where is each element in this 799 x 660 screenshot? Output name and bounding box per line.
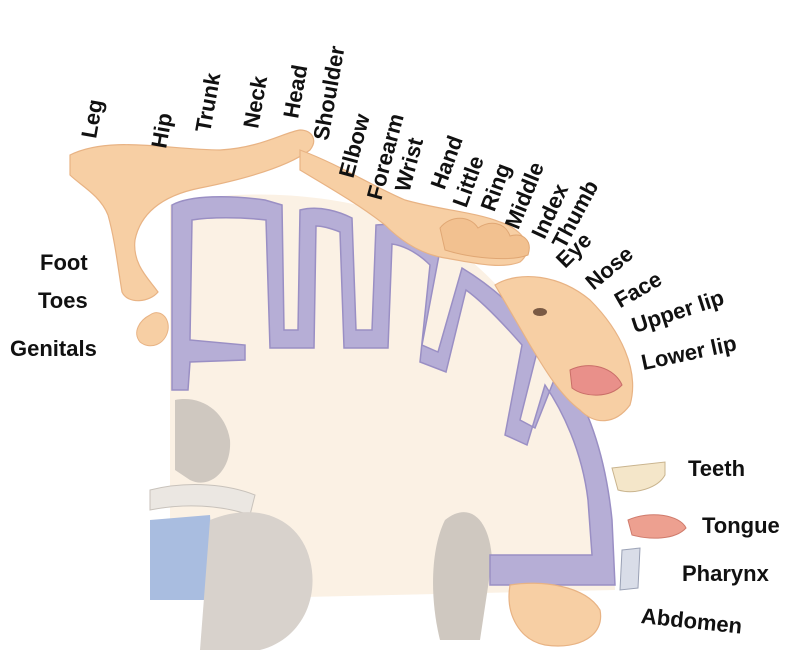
label-tongue: Tongue bbox=[702, 515, 780, 537]
label-genitals: Genitals bbox=[10, 338, 97, 360]
homunculus-abdomen bbox=[509, 583, 601, 646]
label-pharynx: Pharynx bbox=[682, 563, 769, 585]
label-teeth: Teeth bbox=[688, 458, 745, 480]
homunculus-eye bbox=[533, 308, 547, 316]
homunculus-tongue bbox=[628, 515, 686, 538]
label-hip: Hip bbox=[148, 111, 176, 150]
homunculus-teeth bbox=[612, 462, 665, 492]
label-foot: Foot bbox=[40, 252, 88, 274]
label-toes: Toes bbox=[38, 290, 88, 312]
thalamus bbox=[200, 512, 313, 650]
homunculus-pharynx bbox=[620, 548, 640, 590]
basal-ganglia bbox=[433, 512, 492, 640]
homunculus-genitals bbox=[137, 313, 169, 346]
